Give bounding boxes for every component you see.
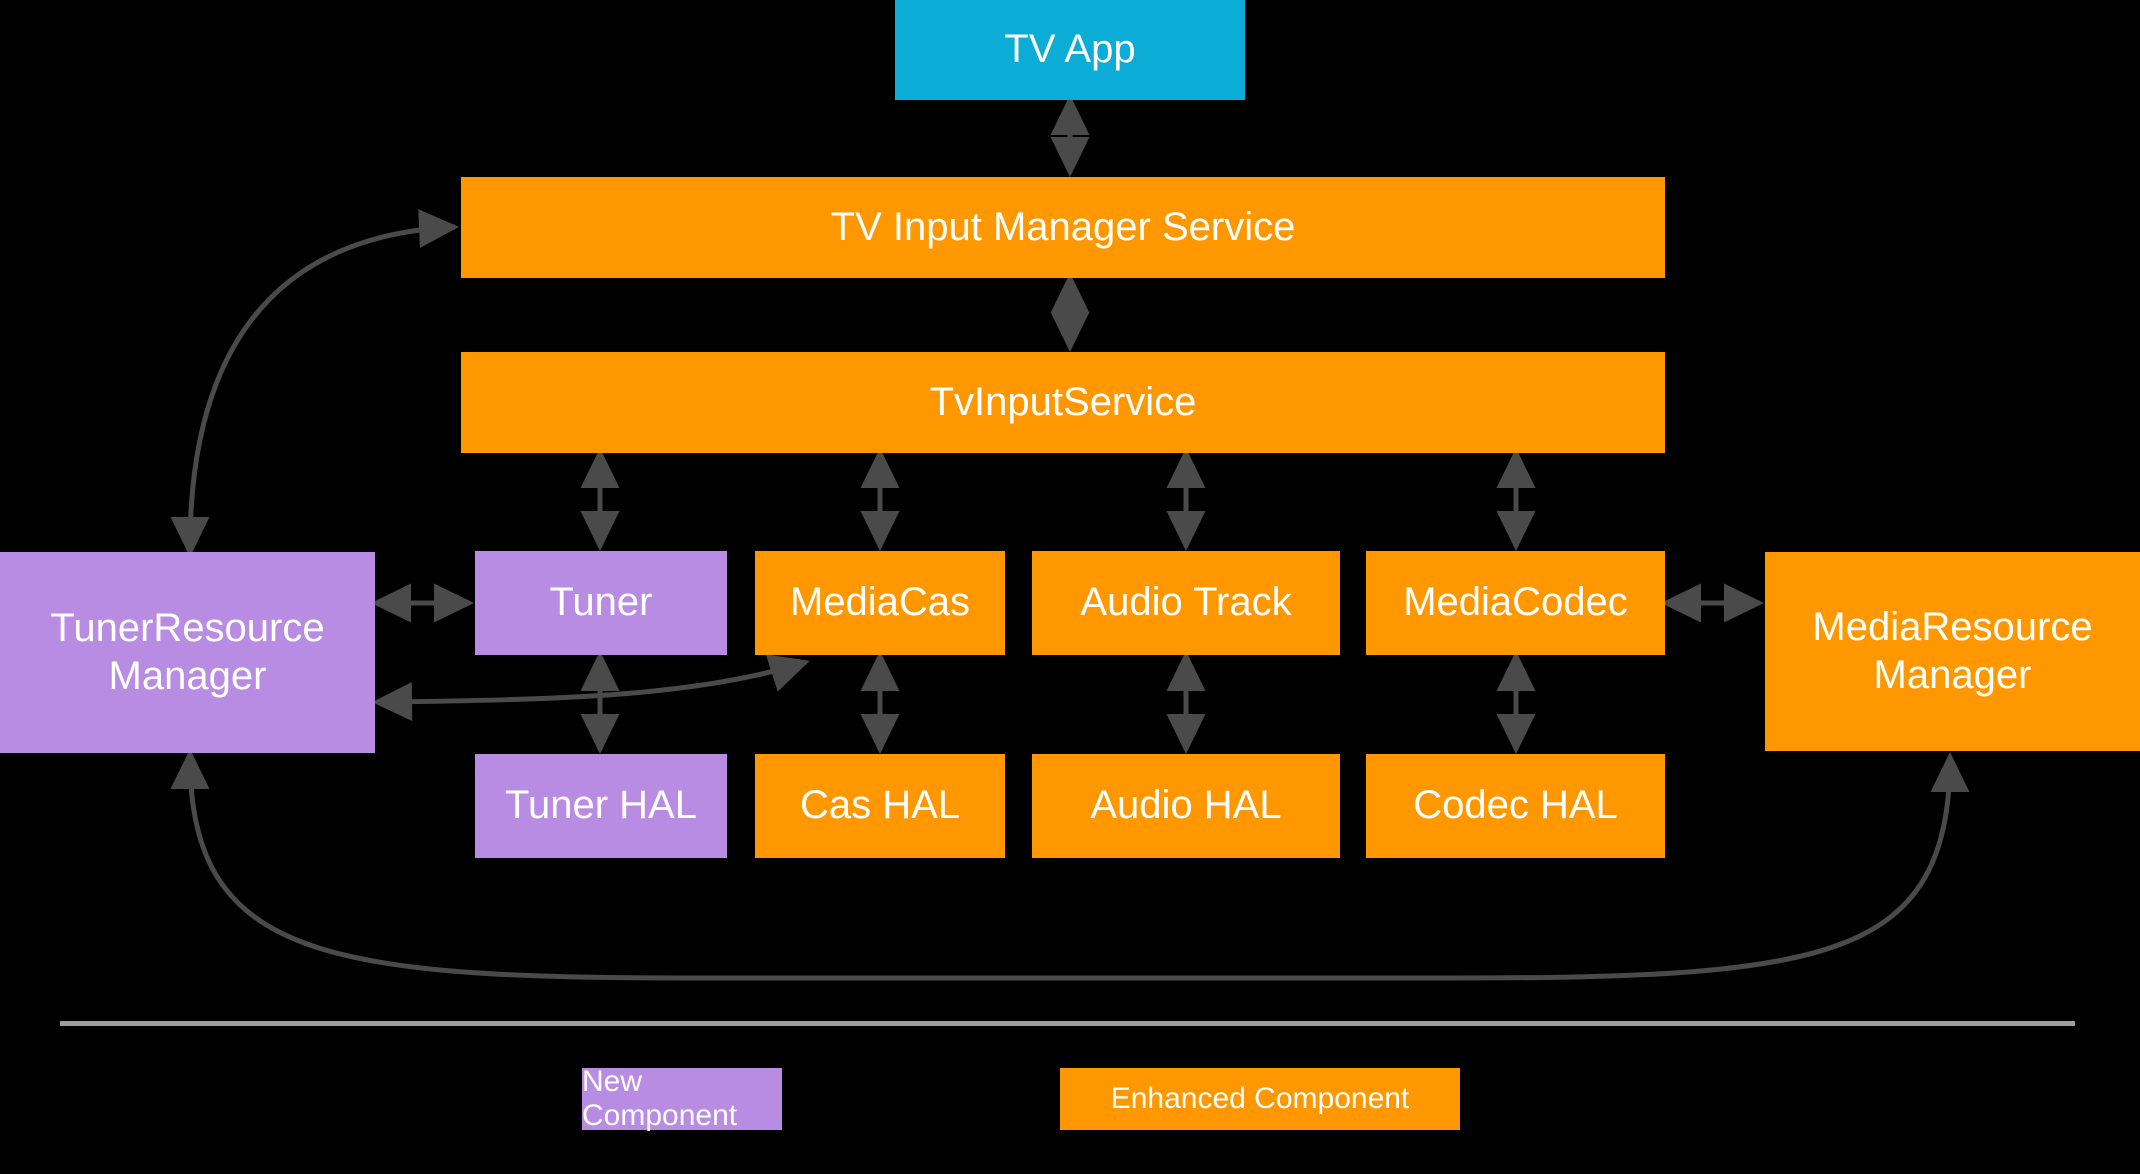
node-tuner-hal[interactable]: Tuner HAL [475, 754, 727, 858]
arrow-trm-to-mediacas [372, 654, 810, 722]
node-media-cas[interactable]: MediaCas [755, 551, 1005, 655]
legend-item-enhanced-component: Enhanced Component [1060, 1068, 1460, 1130]
legend-divider [60, 1021, 2075, 1026]
node-media-resource-manager[interactable]: MediaResource Manager [1765, 552, 2140, 751]
node-tuner[interactable]: Tuner [475, 551, 727, 655]
node-codec-hal[interactable]: Codec HAL [1366, 754, 1665, 858]
arrow-trm-to-manager [170, 209, 459, 557]
node-cas-hal[interactable]: Cas HAL [755, 754, 1005, 858]
node-tuner-resource-manager[interactable]: TunerResource Manager [0, 552, 375, 753]
legend-item-new-component: New Component [582, 1065, 782, 1132]
node-audio-hal[interactable]: Audio HAL [1032, 754, 1340, 858]
node-tv-input-manager-service[interactable]: TV Input Manager Service [461, 177, 1665, 278]
node-tv-input-service[interactable]: TvInputService [461, 352, 1665, 453]
node-media-codec[interactable]: MediaCodec [1366, 551, 1665, 655]
node-audio-track[interactable]: Audio Track [1032, 551, 1340, 655]
node-tv-app[interactable]: TV App [895, 0, 1245, 100]
